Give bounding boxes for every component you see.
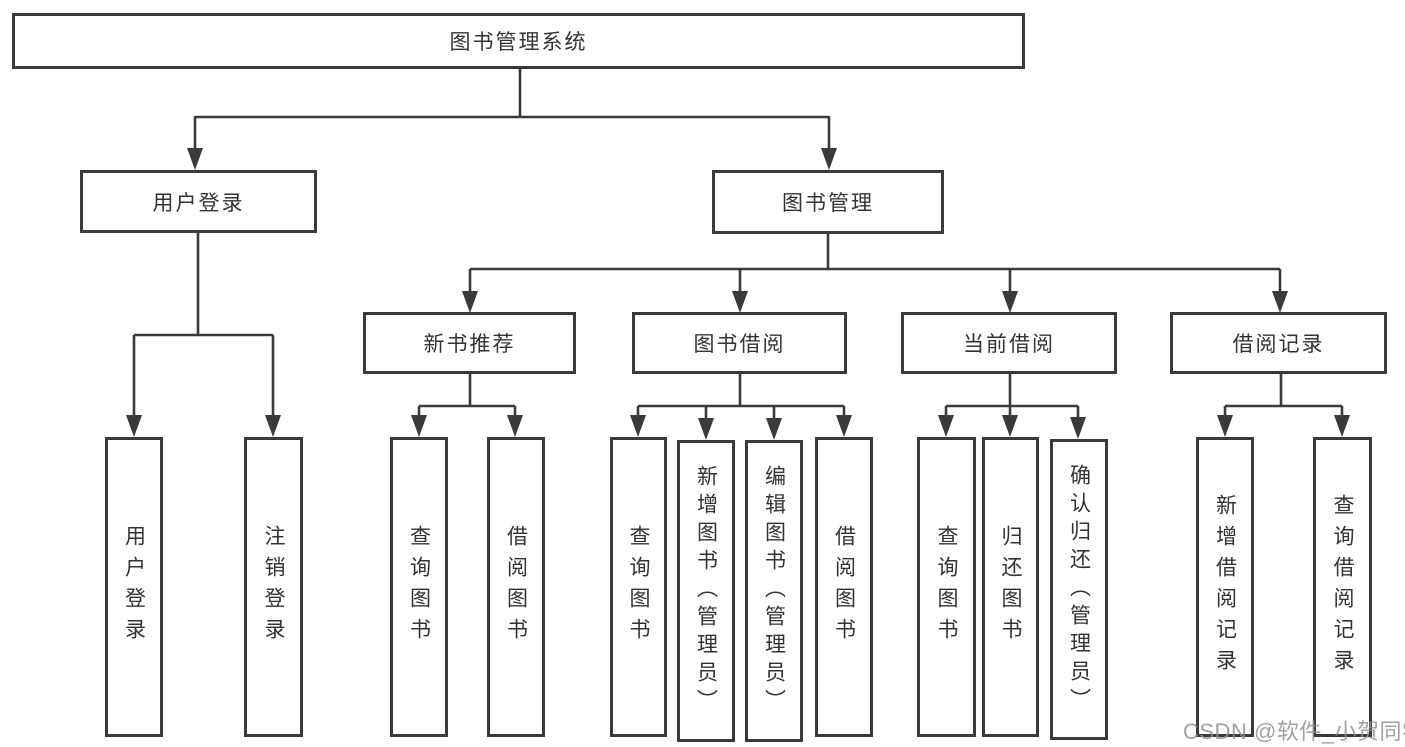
leaf-confirm-return-admin: 确认归还（管理员） bbox=[1050, 439, 1108, 740]
connector-user-login bbox=[132, 233, 275, 419]
connector-borrow-records bbox=[1223, 374, 1344, 419]
node-book-management: 图书管理 bbox=[712, 170, 944, 234]
leaf-borrow-borrow-books: 借阅图书 bbox=[815, 437, 873, 737]
connector-root bbox=[193, 69, 831, 152]
leaf-query-borrow-record-label: 查询借阅记录 bbox=[1331, 494, 1355, 680]
leaf-confirm-return-admin-label: 确认归还（管理员） bbox=[1067, 463, 1091, 716]
leaf-user-login: 用户登录 bbox=[105, 437, 163, 737]
node-book-management-label: 图书管理 bbox=[782, 192, 874, 215]
leaf-return-books-label: 归还图书 bbox=[999, 525, 1023, 649]
connector-book-borrow bbox=[636, 374, 846, 419]
node-user-login-label: 用户登录 bbox=[152, 191, 245, 215]
csdn-watermark: CSDN @软件_小贺同学 bbox=[1183, 719, 1405, 744]
leaf-recommend-borrow-books: 借阅图书 bbox=[487, 437, 545, 737]
leaf-query-borrow-record: 查询借阅记录 bbox=[1313, 437, 1372, 737]
leaf-add-book-admin-label: 新增图书（管理员） bbox=[694, 465, 718, 717]
node-user-login: 用户登录 bbox=[80, 170, 317, 233]
leaf-recommend-query-books-label: 查询图书 bbox=[407, 525, 431, 649]
node-root: 图书管理系统 bbox=[12, 13, 1025, 69]
leaf-logout: 注销登录 bbox=[244, 437, 303, 737]
leaf-add-borrow-record-label: 新增借阅记录 bbox=[1213, 494, 1237, 680]
leaf-add-book-admin: 新增图书（管理员） bbox=[677, 440, 735, 742]
node-new-book-recommend: 新书推荐 bbox=[363, 312, 576, 374]
leaf-current-query-books-label: 查询图书 bbox=[935, 525, 959, 649]
leaf-current-query-books: 查询图书 bbox=[917, 437, 976, 737]
node-book-borrow-label: 图书借阅 bbox=[693, 333, 786, 356]
leaf-logout-label: 注销登录 bbox=[262, 525, 286, 649]
leaf-add-borrow-record: 新增借阅记录 bbox=[1196, 437, 1254, 737]
leaf-borrow-borrow-books-label: 借阅图书 bbox=[832, 525, 856, 649]
leaf-borrow-query-books: 查询图书 bbox=[610, 437, 667, 737]
leaf-user-login-label: 用户登录 bbox=[122, 525, 146, 649]
node-borrow-records-label: 借阅记录 bbox=[1232, 333, 1325, 356]
leaf-recommend-query-books: 查询图书 bbox=[390, 437, 448, 737]
node-borrow-records: 借阅记录 bbox=[1170, 312, 1387, 374]
node-book-borrow: 图书借阅 bbox=[632, 312, 847, 374]
connector-new-book-recommend bbox=[417, 374, 517, 419]
leaf-borrow-query-books-label: 查询图书 bbox=[627, 525, 651, 649]
arrowheads bbox=[126, 148, 1350, 440]
node-current-borrow-label: 当前借阅 bbox=[963, 333, 1055, 356]
node-root-label: 图书管理系统 bbox=[449, 31, 588, 54]
leaf-return-books: 归还图书 bbox=[982, 437, 1039, 737]
node-new-book-recommend-label: 新书推荐 bbox=[423, 333, 516, 356]
connector-current-borrow bbox=[944, 374, 1080, 419]
connector-book-management bbox=[468, 234, 1282, 295]
leaf-edit-book-admin-label: 编辑图书（管理员） bbox=[762, 465, 786, 717]
leaf-edit-book-admin: 编辑图书（管理员） bbox=[745, 440, 803, 742]
leaf-recommend-borrow-books-label: 借阅图书 bbox=[504, 525, 528, 649]
node-current-borrow: 当前借阅 bbox=[901, 312, 1117, 374]
